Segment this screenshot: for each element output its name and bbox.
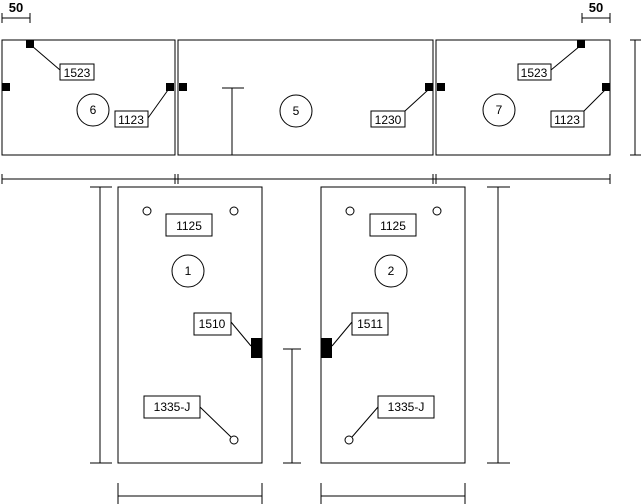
label-text: 1523 (64, 66, 91, 80)
label-box (114, 110, 149, 128)
hole-marker (229, 435, 239, 445)
panel-number-circle (374, 254, 408, 288)
hole-marker (344, 435, 354, 445)
label-text: 1125 (380, 219, 406, 233)
dim-left-label: 50 (9, 0, 23, 15)
handle-marker (321, 338, 332, 358)
hardware-marker (179, 83, 187, 91)
hole-marker (345, 206, 355, 216)
label-box (517, 63, 552, 81)
panel-5[interactable]: 1230 5 (177, 39, 434, 156)
dimension-top-right-vertical (630, 39, 641, 156)
dim-right-label: 50 (589, 0, 603, 15)
panel-number-circle (279, 94, 313, 128)
panel-number: 2 (388, 264, 395, 278)
hardware-marker (437, 83, 445, 91)
hole-marker (432, 206, 442, 216)
panel-1[interactable]: 1125 1 1510 1335-J (117, 186, 263, 464)
dimension-bottom-right-horizontal (320, 483, 466, 504)
hole-marker (142, 206, 152, 216)
panel-number: 6 (90, 103, 97, 117)
label-box (370, 110, 406, 128)
hardware-marker (2, 83, 10, 91)
label-box (165, 213, 213, 237)
dimension-bottom-left-horizontal (117, 483, 263, 504)
label-text: 1523 (521, 66, 548, 80)
label-text: 1510 (199, 317, 226, 331)
panel-number-circle (171, 254, 205, 288)
panel-2[interactable]: 1125 2 1511 1335-J (320, 186, 466, 464)
hardware-marker (166, 83, 174, 91)
hardware-marker (26, 40, 34, 48)
label-box (193, 312, 232, 336)
label-text: 1123 (118, 113, 144, 127)
dimension-bottom-right-vertical (487, 186, 510, 464)
dimension-row-top (1, 174, 611, 184)
dim-right-50: 50 (581, 0, 611, 23)
panel-7[interactable]: 1523 1123 7 (435, 39, 611, 156)
panel-number: 7 (496, 103, 503, 117)
label-box (550, 110, 585, 128)
dim-left-50: 50 (1, 0, 31, 23)
hardware-marker (577, 40, 585, 48)
dimension-center-vertical (283, 348, 301, 464)
hole-marker (229, 206, 239, 216)
label-text: 1511 (357, 317, 383, 331)
label-text: 1125 (176, 219, 202, 233)
hardware-marker (425, 83, 433, 91)
label-text: 1123 (554, 113, 580, 127)
label-box (369, 213, 417, 237)
hardware-marker (602, 83, 610, 91)
handle-marker (251, 338, 262, 358)
panel-number-circle (76, 93, 110, 127)
panel-number: 5 (293, 104, 300, 118)
panel-number: 1 (185, 264, 192, 278)
label-text: 1230 (375, 113, 402, 127)
label-box (351, 312, 389, 336)
label-text: 1335-J (154, 400, 191, 414)
label-text: 1335-J (388, 400, 425, 414)
panel-number-circle (482, 93, 516, 127)
dimension-bottom-left-vertical (90, 186, 112, 464)
panel-6[interactable]: 1523 1123 6 (1, 39, 176, 156)
label-box (59, 63, 95, 81)
